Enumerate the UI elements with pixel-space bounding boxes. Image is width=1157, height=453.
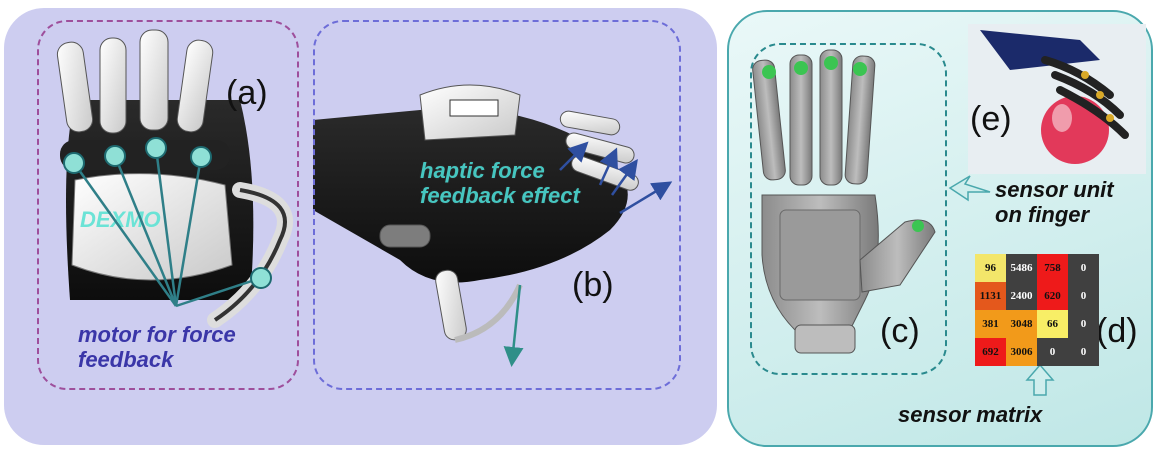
label-c: (c) [880,312,920,350]
label-b: (b) [572,266,614,304]
arrow-icon [1025,363,1055,396]
matrix-cell: 1131 [975,282,1006,310]
robotic-hand-image [752,49,936,354]
matrix-cell: 96 [975,254,1006,282]
motor-caption-line1: motor for force [78,322,236,347]
matrix-cell: 0 [1068,282,1099,310]
matrix-cell: 381 [975,310,1006,338]
matrix-cell: 3048 [1006,310,1037,338]
sensor-matrix-caption: sensor matrix [898,402,1043,427]
section-c-frame [750,43,947,375]
haptic-caption-line2: feedback effect [420,183,580,209]
matrix-cell: 0 [1068,338,1099,366]
exoskeleton-glove-image: DEXMO [56,29,293,328]
matrix-cell: 66 [1037,310,1068,338]
label-d: (d) [1096,312,1138,350]
matrix-cell: 758 [1037,254,1068,282]
section-b-frame [313,20,681,390]
matrix-cell: 692 [975,338,1006,366]
sensor-unit-caption: sensor unit on finger [995,177,1114,228]
matrix-cell: 2400 [1006,282,1037,310]
motor-caption-line2: feedback [78,347,174,373]
label-a: (a) [226,74,268,112]
sensor-unit-caption-line2: on finger [995,202,1090,228]
matrix-cell: 0 [1037,338,1068,366]
robot-hand-with-apple-image [968,24,1146,174]
haptic-glove-side-image [313,84,673,367]
section-a-frame [37,20,299,390]
motor-caption: motor for force feedback [78,322,236,373]
motor-dot-icon [63,137,272,289]
matrix-cell: 0 [1068,254,1099,282]
haptic-caption: haptic force feedback effect [420,158,580,209]
label-e: (e) [970,100,1012,138]
matrix-cell: 620 [1037,282,1068,310]
matrix-cell: 5486 [1006,254,1037,282]
haptic-caption-line1: haptic force [420,158,545,183]
matrix-cell: 0 [1068,310,1099,338]
arrow-icon [948,175,991,202]
matrix-cell: 3006 [1006,338,1037,366]
sensor-unit-caption-line1: sensor unit [995,177,1114,202]
